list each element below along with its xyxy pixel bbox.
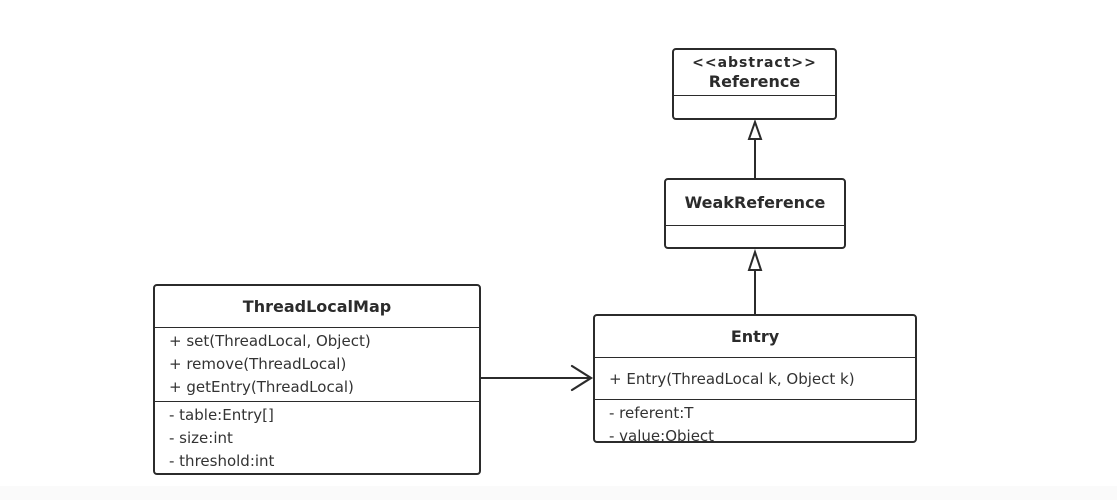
class-fields: - table:Entry[] - size:int - threshold:i… <box>155 401 479 473</box>
generalization-weakreference-to-reference <box>747 118 763 178</box>
class-entry[interactable]: Entry + Entry(ThreadLocal k, Object k) -… <box>593 314 917 443</box>
class-reference[interactable]: <<abstract>> Reference <box>672 48 837 120</box>
generalization-entry-to-weakreference <box>747 248 763 314</box>
class-methods: + Entry(ThreadLocal k, Object k) <box>595 358 915 399</box>
bottom-strip <box>0 486 1117 500</box>
method-row: + remove(ThreadLocal) <box>169 355 347 373</box>
class-threadlocalmap[interactable]: ThreadLocalMap + set(ThreadLocal, Object… <box>153 284 481 475</box>
field-row: - size:int <box>169 429 233 447</box>
class-methods: + set(ThreadLocal, Object) + remove(Thre… <box>155 328 479 401</box>
class-body <box>666 226 844 228</box>
class-name: WeakReference <box>684 193 826 212</box>
method-row: + getEntry(ThreadLocal) <box>169 378 354 396</box>
method-row: + set(ThreadLocal, Object) <box>169 332 371 350</box>
class-name: ThreadLocalMap <box>242 297 392 316</box>
class-name: Entry <box>730 327 780 346</box>
class-name: Reference <box>708 72 801 91</box>
class-stereotype: <<abstract>> <box>692 55 817 71</box>
class-header: WeakReference <box>666 180 844 226</box>
class-body <box>674 96 835 98</box>
class-header: <<abstract>> Reference <box>674 50 835 96</box>
field-row: - value:Object <box>609 427 715 443</box>
field-row: - table:Entry[] <box>169 406 274 424</box>
field-row: - referent:T <box>609 404 694 422</box>
field-row: - threshold:int <box>169 452 275 470</box>
class-weakreference[interactable]: WeakReference <box>664 178 846 249</box>
class-fields: - referent:T - value:Object <box>595 399 915 443</box>
class-header: ThreadLocalMap <box>155 286 479 328</box>
association-threadlocalmap-to-entry <box>481 364 594 392</box>
class-header: Entry <box>595 316 915 358</box>
method-row: + Entry(ThreadLocal k, Object k) <box>609 370 855 388</box>
